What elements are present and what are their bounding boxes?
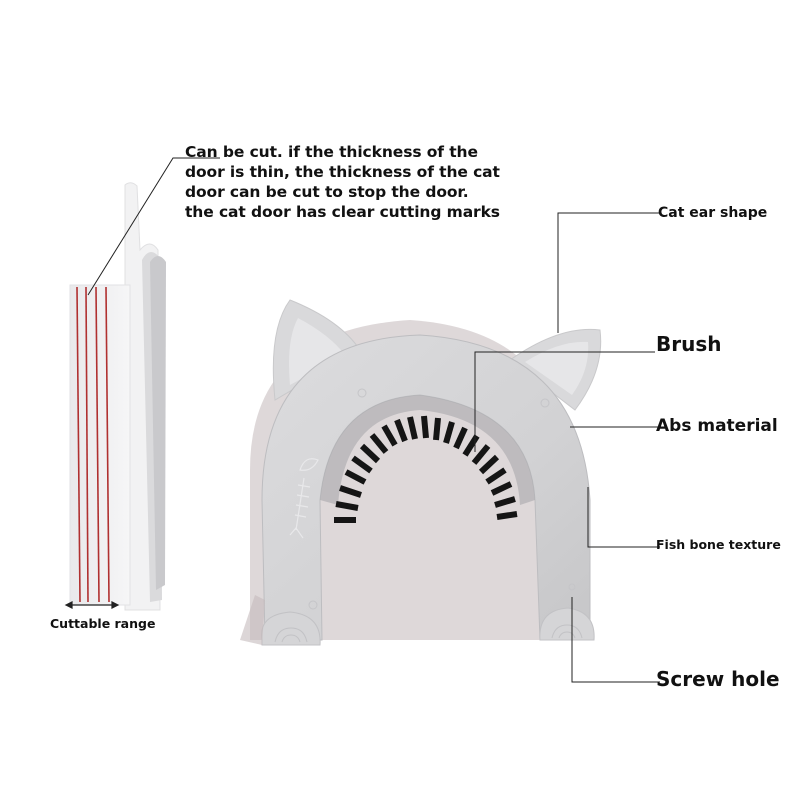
screw-hole-top-left	[357, 388, 367, 398]
screw-hole-top-right	[540, 398, 550, 408]
screw-hole-bottom-left	[308, 600, 318, 610]
leader-lines	[87, 157, 660, 683]
label-brush: Brush	[656, 332, 722, 356]
brush	[334, 415, 518, 523]
label-screw-hole: Screw hole	[656, 667, 780, 691]
label-fish-bone-texture: Fish bone texture	[656, 537, 781, 552]
fish-bone-texture-left	[289, 458, 319, 539]
cut-marks	[76, 286, 110, 603]
label-abs-material: Abs material	[656, 416, 778, 436]
cutting-description: Can be cut. if the thickness of the door…	[185, 143, 500, 221]
leader-fish-bone	[587, 487, 660, 548]
leader-cat-ear	[557, 212, 660, 333]
leader-screw-hole	[571, 597, 660, 683]
screw-hole-bottom-right	[568, 583, 576, 591]
leader-description	[87, 157, 220, 296]
label-cuttable-range: Cuttable range	[50, 616, 156, 631]
cuttable-range-arrow	[64, 601, 120, 609]
side-view	[64, 182, 166, 611]
paw-right	[539, 607, 595, 641]
leader-brush	[474, 351, 655, 452]
cat-door	[240, 299, 602, 646]
label-cat-ear-shape: Cat ear shape	[658, 205, 768, 221]
